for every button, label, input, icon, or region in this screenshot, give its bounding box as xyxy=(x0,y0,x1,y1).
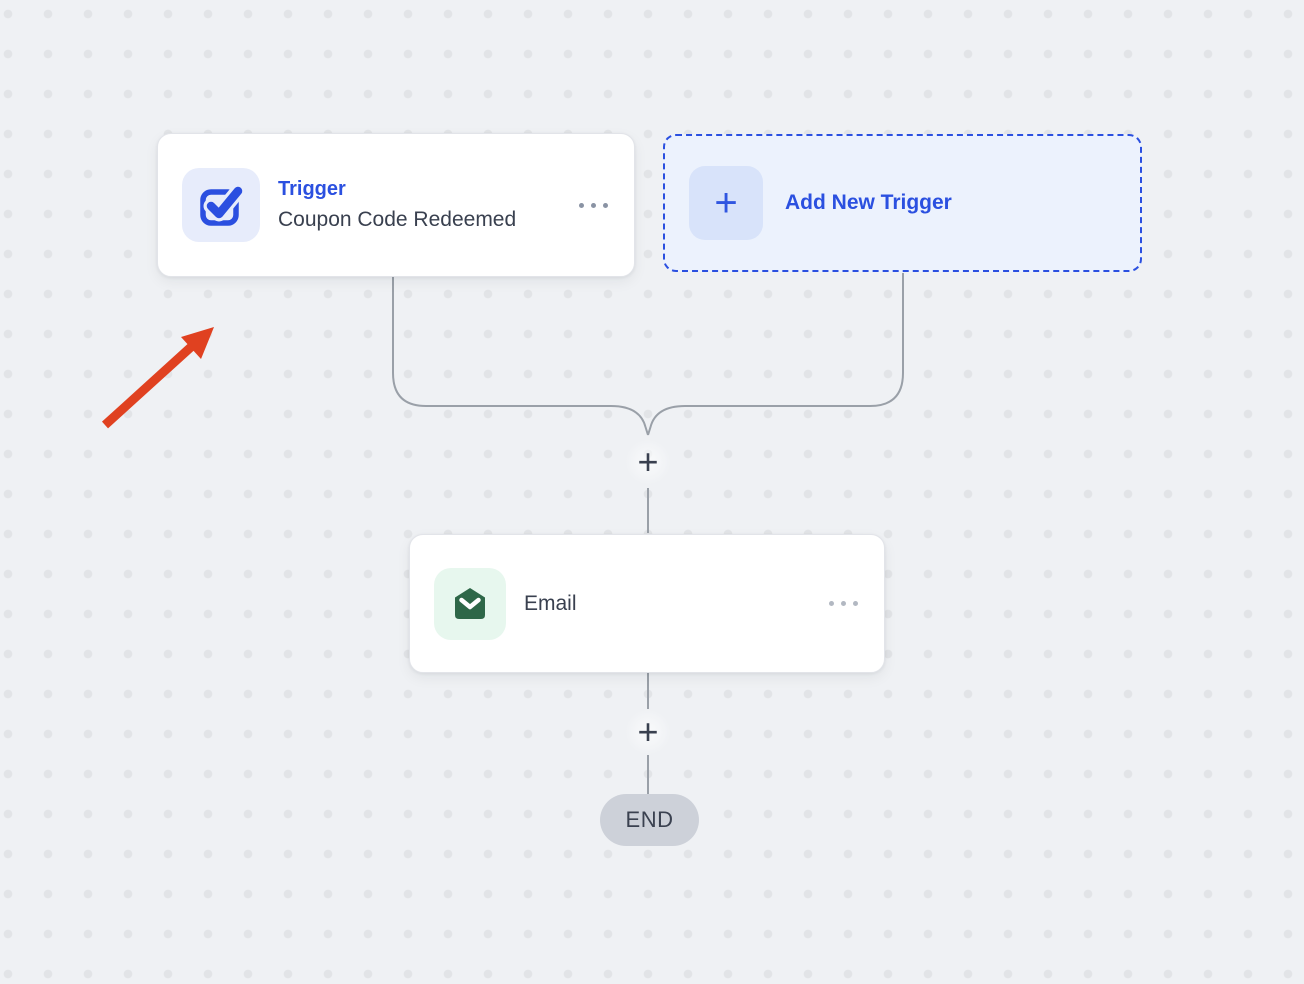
envelope-icon xyxy=(434,567,506,640)
connector-from-add-trigger xyxy=(647,273,904,436)
trigger-node-title: Coupon Code Redeemed xyxy=(278,207,517,231)
end-node-badge: END xyxy=(600,794,699,846)
email-node-card[interactable]: Email xyxy=(409,534,885,673)
trigger-ellipsis-menu-icon[interactable] xyxy=(579,202,608,208)
trigger-node-text: Trigger Coupon Code Redeemed xyxy=(278,176,516,233)
add-new-trigger-label: Add New Trigger xyxy=(785,191,952,214)
checkbox-icon xyxy=(182,168,260,242)
email-ellipsis-menu-icon[interactable] xyxy=(829,601,858,606)
email-node-title: Email xyxy=(524,591,577,615)
plus-icon: + xyxy=(689,166,763,240)
trigger-node-card[interactable]: Trigger Coupon Code Redeemed xyxy=(157,133,635,277)
insert-step-plus-button-bottom[interactable]: + xyxy=(625,709,671,755)
connector-from-trigger xyxy=(392,277,649,436)
red-annotation-arrow xyxy=(101,327,214,429)
trigger-type-label: Trigger xyxy=(278,178,346,201)
add-new-trigger-button[interactable]: + Add New Trigger xyxy=(663,134,1142,272)
insert-step-plus-button-top[interactable]: + xyxy=(625,439,671,485)
email-node-text: Email xyxy=(524,590,577,618)
